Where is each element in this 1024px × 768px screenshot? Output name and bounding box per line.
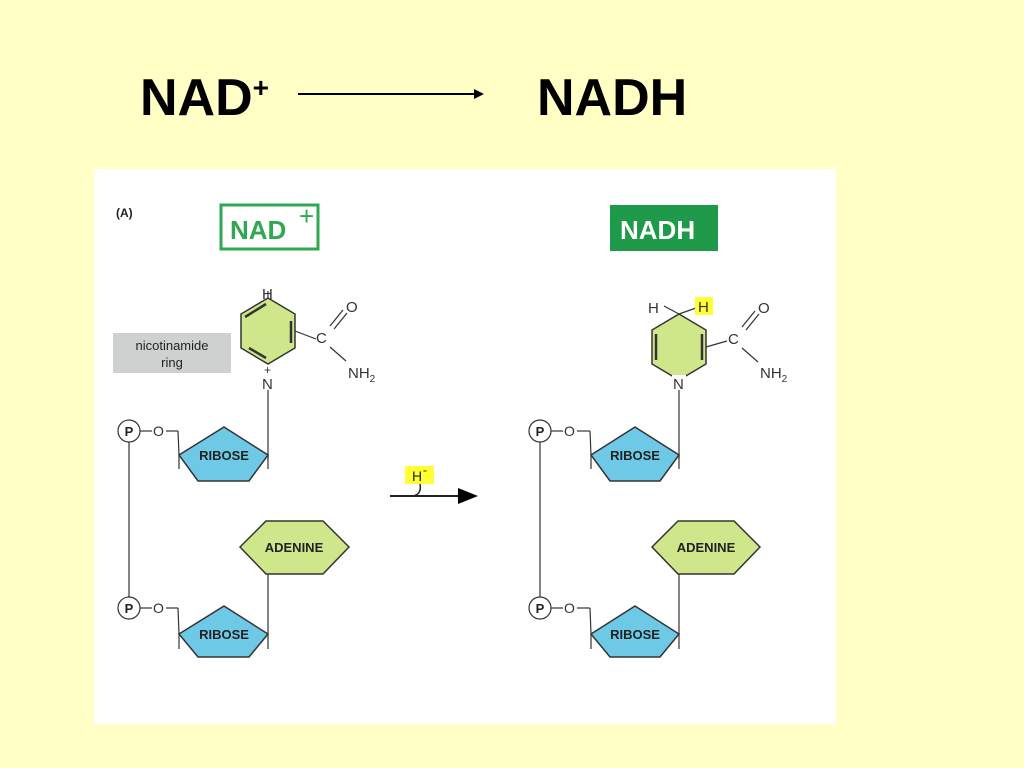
nadh-box-text: NADH xyxy=(620,215,695,245)
nadh-nicotinamide-ring xyxy=(651,313,707,381)
nad-box-text: NAD xyxy=(230,215,286,245)
nad-box-charge: + xyxy=(299,201,314,231)
nadh-upper-o: O xyxy=(564,423,575,439)
nad-adenine xyxy=(238,520,351,575)
nad-ring-h: H xyxy=(262,286,273,303)
nadh-ring-h-left: H xyxy=(648,300,659,317)
nadh-adenine-label: ADENINE xyxy=(677,540,736,555)
nadh-ribose-upper xyxy=(589,426,681,482)
nadh-amide-nh: NH2 xyxy=(760,365,788,385)
title-arrow xyxy=(298,89,484,99)
nadh-ring-n: N xyxy=(673,376,684,393)
nad-upper-o: O xyxy=(153,423,164,439)
nadh-structure: H H C O NH2 N RIBOSE P O ADENINE xyxy=(528,297,788,658)
nad-ribose-lower xyxy=(177,605,270,658)
nicotinamide-label-line2: ring xyxy=(161,355,183,370)
nad-amide-nh: NH2 xyxy=(348,365,376,385)
nadh-ribose-upper-label: RIBOSE xyxy=(610,448,660,463)
nad-nicotinamide-ring xyxy=(240,297,296,365)
nad-ring-charge: + xyxy=(264,363,271,377)
nad-phosphate-lower-p: P xyxy=(125,601,134,616)
nadh-added-hydrogen-highlight xyxy=(695,297,713,315)
nadh-ribose-lower-label: RIBOSE xyxy=(610,627,660,642)
nadh-phosphate-upper-p: P xyxy=(536,424,545,439)
nad-amide-c: C xyxy=(316,330,327,347)
nadh-amide-c: C xyxy=(728,331,739,348)
nad-ribose-lower-label: RIBOSE xyxy=(199,627,249,642)
nad-lower-o: O xyxy=(153,600,164,616)
nad-plus-label-box: NAD + xyxy=(219,201,320,251)
hydride-charge: - xyxy=(423,463,427,477)
nadh-ring-h-right: H xyxy=(698,299,709,316)
nad-amide-o: O xyxy=(346,299,358,316)
hydride-transfer: H - xyxy=(390,463,478,504)
nadh-phosphate-lower-p: P xyxy=(536,601,545,616)
nad-phosphate-upper-p: P xyxy=(125,424,134,439)
nad-ribose-upper-label: RIBOSE xyxy=(199,448,249,463)
nad-adenine-label: ADENINE xyxy=(265,540,324,555)
nadh-ribose-lower xyxy=(589,605,681,658)
nad-ring-n: N xyxy=(262,376,273,393)
nadh-adenine xyxy=(650,520,762,575)
title-nad-plus: NAD+ xyxy=(140,68,269,128)
figure-panel: (A) NAD + NADH nicotinamide ring H C O N… xyxy=(94,169,836,724)
panel-label: (A) xyxy=(116,206,133,220)
nicotinamide-label-line1: nicotinamide xyxy=(136,338,209,353)
nad-ribose-upper xyxy=(177,426,270,482)
title-nad-charge: + xyxy=(252,72,270,103)
nicotinamide-ring-label: nicotinamide ring xyxy=(113,333,231,373)
title-nadh: NADH xyxy=(537,69,688,127)
nadh-amide-o: O xyxy=(758,300,770,317)
hydride-h: H xyxy=(412,468,422,484)
nadh-label-box: NADH xyxy=(610,205,718,251)
nad-plus-structure: H C O NH2 N + RIBOSE P O ADENINE P xyxy=(117,286,376,658)
title-nad-text: NAD xyxy=(140,69,253,127)
nadh-lower-o: O xyxy=(564,600,575,616)
